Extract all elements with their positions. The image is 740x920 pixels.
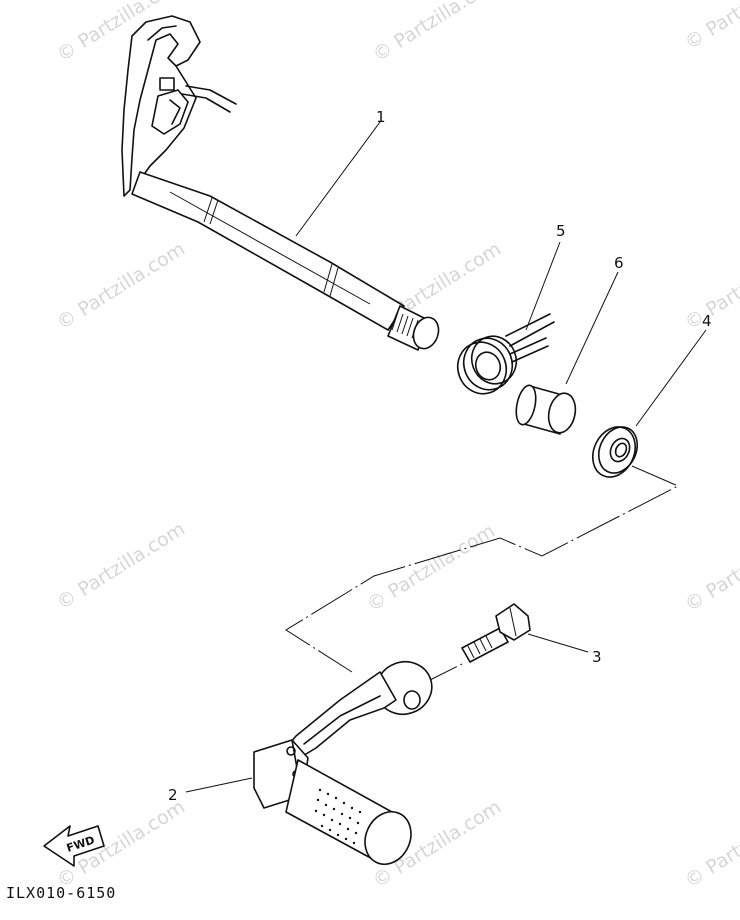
leader-lines — [185, 121, 707, 793]
watermark: © Partzilla.com — [369, 0, 505, 66]
collar-part[interactable] — [513, 384, 579, 436]
diagram-code: ILX010-6150 — [6, 884, 116, 902]
watermark: © Partzilla.com — [53, 518, 189, 614]
fwd-arrow-icon: FWD — [43, 825, 105, 867]
callout-part-5[interactable]: 5 — [556, 222, 566, 240]
callout-part-3[interactable]: 3 — [592, 648, 602, 666]
watermark: © Partzilla.com — [681, 0, 740, 54]
watermark: © Partzilla.com — [363, 520, 499, 616]
bolt-part[interactable] — [461, 603, 531, 663]
callout-part-4[interactable]: 4 — [702, 312, 712, 330]
callout-part-1[interactable]: 1 — [376, 108, 386, 126]
watermark: © Partzilla.com — [681, 520, 740, 616]
shift-pedal-part[interactable] — [253, 654, 439, 872]
assembly-line — [285, 465, 680, 681]
oil-seal-part[interactable] — [585, 420, 645, 484]
callout-part-6[interactable]: 6 — [614, 254, 624, 272]
shift-shaft-part[interactable] — [121, 15, 443, 352]
watermark: © Partzilla.com — [681, 796, 740, 892]
callout-part-2[interactable]: 2 — [168, 786, 178, 804]
watermark: © Partzilla.com — [53, 238, 189, 334]
